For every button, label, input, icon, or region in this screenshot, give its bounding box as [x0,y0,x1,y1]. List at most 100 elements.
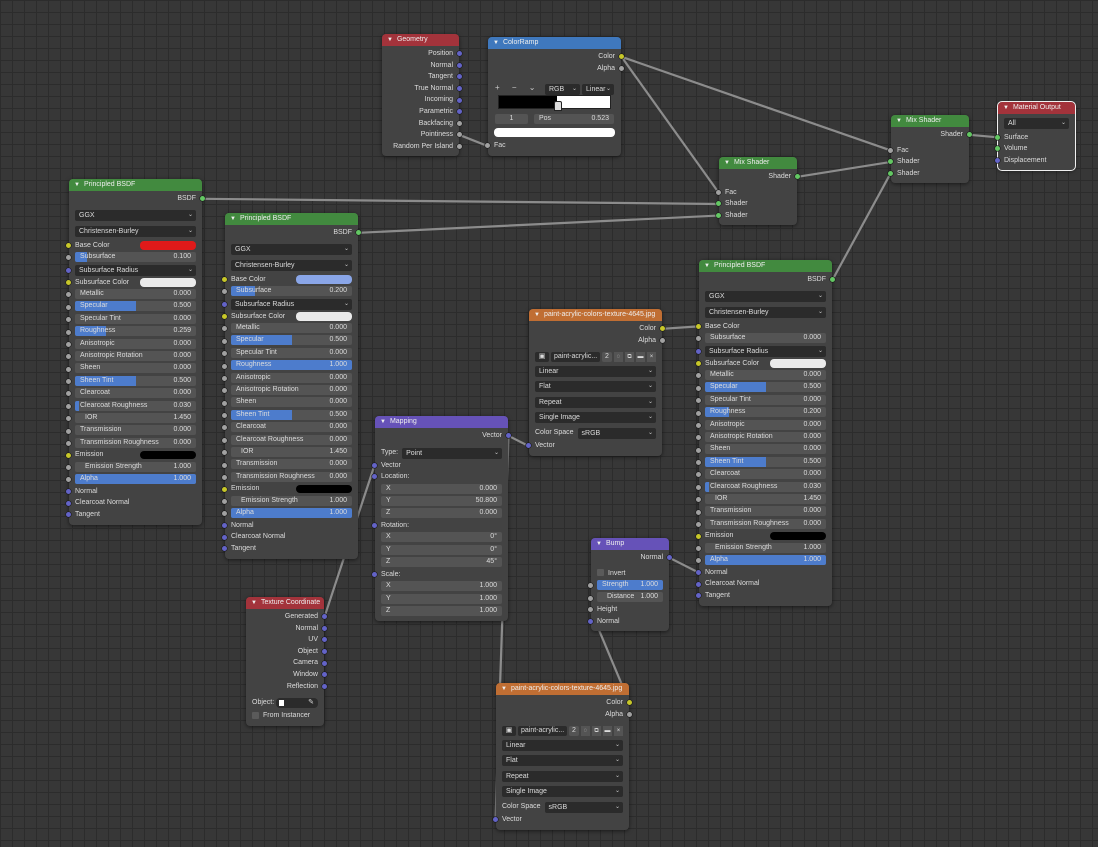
dropdown-single-image[interactable]: Single Image⌄ [502,786,623,798]
socket-purple-icon[interactable] [588,618,593,624]
socket-purple-icon[interactable] [322,637,327,643]
node-header[interactable]: ▼Principled BSDF [225,213,358,225]
socket-yellow-icon[interactable] [222,486,227,492]
socket-gray-icon[interactable] [222,437,227,443]
node-header[interactable]: ▼Principled BSDF [699,260,832,272]
socket-purple-icon[interactable] [222,534,227,540]
node-header[interactable]: ▼Texture Coordinate [246,597,324,609]
socket-yellow-icon[interactable] [660,326,665,332]
socket-gray-icon[interactable] [627,711,632,717]
node-header[interactable]: ▼Principled BSDF [69,179,202,191]
color-swatch-base-color[interactable] [296,275,352,284]
socket-purple-icon[interactable] [696,570,701,576]
socket-gray-icon[interactable] [457,144,462,150]
socket-purple-icon[interactable] [66,268,71,274]
socket-gray-icon[interactable] [222,413,227,419]
node-header[interactable]: ▼Material Output [998,102,1075,114]
socket-purple-icon[interactable] [457,74,462,80]
node-header[interactable]: ▼Bump [591,538,669,550]
open-folder-icon[interactable]: ▬ [603,726,612,737]
collapse-triangle-icon[interactable]: ▼ [501,686,507,692]
dropdown-christensen-burley[interactable]: Christensen-Burley⌄ [75,225,196,237]
stop-index-field[interactable]: 1 [495,113,528,124]
socket-gray-icon[interactable] [696,435,701,441]
color-stop-handle[interactable] [554,101,563,112]
image-users-count[interactable]: 2 [569,726,579,737]
color-swatch-base-color[interactable] [140,241,196,250]
socket-gray-icon[interactable] [66,428,71,434]
node-link[interactable] [796,160,892,178]
socket-purple-icon[interactable] [66,512,71,518]
socket-gray-icon[interactable] [588,607,593,613]
socket-gray-icon[interactable] [696,373,701,379]
socket-gray-icon[interactable] [66,477,71,483]
socket-gray-icon[interactable] [696,398,701,404]
socket-gray-icon[interactable] [222,375,227,381]
socket-gray-icon[interactable] [696,472,701,478]
socket-gray-icon[interactable] [66,465,71,471]
dropdown-linear[interactable]: Linear⌄ [535,365,656,377]
node-link[interactable] [201,197,720,206]
duplicate-image-icon[interactable]: ⧉ [592,726,601,737]
collapse-triangle-icon[interactable]: ▼ [493,40,499,46]
socket-green-icon[interactable] [716,201,721,207]
unlink-x-icon[interactable]: × [614,726,623,737]
socket-gray-icon[interactable] [222,326,227,332]
socket-purple-icon[interactable] [526,443,531,449]
socket-gray-icon[interactable] [222,462,227,468]
color-mode-dropdown[interactable]: RGB⌄ [545,83,580,95]
socket-gray-icon[interactable] [696,385,701,391]
image-browse-icon[interactable]: ▣ [535,352,549,363]
collapse-triangle-icon[interactable]: ▼ [74,182,80,188]
dropdown-subsurface-radius[interactable]: Subsurface Radius⌄ [231,299,352,311]
socket-gray-icon[interactable] [222,289,227,295]
socket-purple-icon[interactable] [322,649,327,655]
socket-yellow-icon[interactable] [66,452,71,458]
socket-gray-icon[interactable] [222,499,227,505]
node-header[interactable]: ▼Mapping [375,416,508,428]
node-link[interactable] [458,133,489,148]
color-swatch-subsurface-color[interactable] [770,359,826,368]
collapse-triangle-icon[interactable]: ▼ [230,216,236,222]
socket-purple-icon[interactable] [372,462,377,468]
dropdown-linear[interactable]: Linear⌄ [502,739,623,751]
socket-green-icon[interactable] [830,277,835,283]
dropdown-ggx[interactable]: GGX⌄ [75,210,196,222]
dropdown-single-image[interactable]: Single Image⌄ [535,412,656,424]
socket-purple-icon[interactable] [457,86,462,92]
checkbox-from-instancer[interactable] [252,711,259,719]
socket-yellow-icon[interactable] [696,323,701,329]
socket-gray-icon[interactable] [222,511,227,517]
socket-purple-icon[interactable] [66,500,71,506]
image-users-count[interactable]: 2 [602,352,612,363]
socket-green-icon[interactable] [995,146,1000,152]
